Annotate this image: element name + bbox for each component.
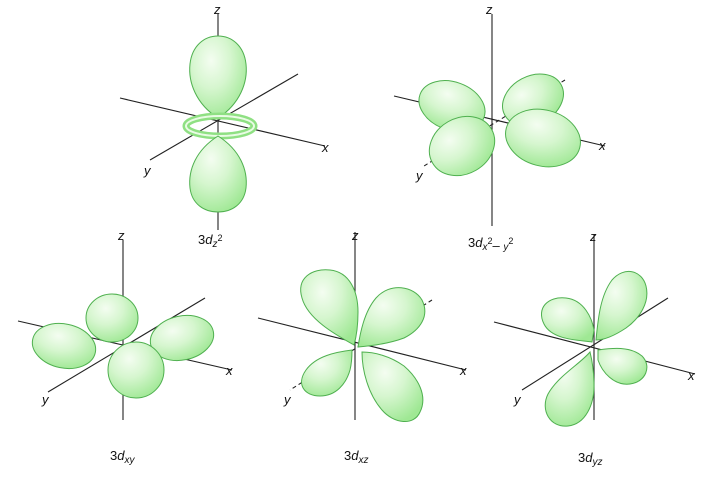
lobe-front-left (428, 115, 496, 177)
x-axis (119, 97, 326, 147)
lobe-lower-back (597, 347, 648, 385)
lobe-bottom (189, 135, 247, 213)
orbital-label-dxz: 3dxz (344, 448, 368, 466)
orbital-label-dz2: 3dz2 (198, 232, 222, 250)
orbital-label-dxy: 3dxy (110, 448, 135, 466)
lobe-upper-back (595, 271, 648, 341)
orbital-dz2: z x y 3dz2 (119, 2, 329, 250)
lobe-lower-left (301, 349, 353, 397)
lobe-lower-front (544, 350, 595, 427)
z-axis-label: z (117, 228, 125, 243)
lobe-front (107, 341, 165, 399)
lobe-front-right (505, 108, 581, 168)
orbital-dxz: z x y 3dxz (257, 228, 467, 466)
lobe-left (31, 322, 97, 370)
orbital-dyz: z x y 3dyz (493, 229, 696, 468)
z-axis-label: z (351, 228, 359, 243)
lobe-right (149, 314, 215, 362)
z-axis-label: z (589, 229, 597, 244)
y-axis-label: y (513, 392, 522, 407)
orbital-label-dx2-y2: 3dx2– y2 (468, 235, 513, 253)
x-axis-label: x (687, 368, 695, 383)
lobe-upper-left (300, 269, 359, 346)
lobe-lower-right (361, 351, 424, 422)
orbital-dxy: z x y 3dxy (17, 228, 233, 466)
lobe-upper-right (357, 287, 426, 348)
z-axis-label: z (485, 2, 493, 17)
lobe-upper-front (541, 297, 595, 343)
torus-ring-highlight (185, 115, 255, 137)
y-axis (521, 297, 669, 391)
lobe-top (189, 35, 247, 119)
orbital-dx2-y2: z x y 3dx2– y2 (393, 2, 606, 253)
z-axis-label: z (213, 2, 221, 17)
x-axis-label: x (321, 140, 329, 155)
x-axis-label: x (225, 363, 233, 378)
y-axis-label: y (143, 163, 152, 178)
orbital-label-dyz: 3dyz (578, 450, 602, 468)
x-axis-label: x (598, 138, 606, 153)
y-axis-label: y (41, 392, 50, 407)
y-axis-label: y (283, 392, 292, 407)
x-axis-label: x (459, 363, 467, 378)
lobe-back (85, 293, 139, 343)
x-axis (493, 321, 696, 375)
y-axis-label: y (415, 168, 424, 183)
